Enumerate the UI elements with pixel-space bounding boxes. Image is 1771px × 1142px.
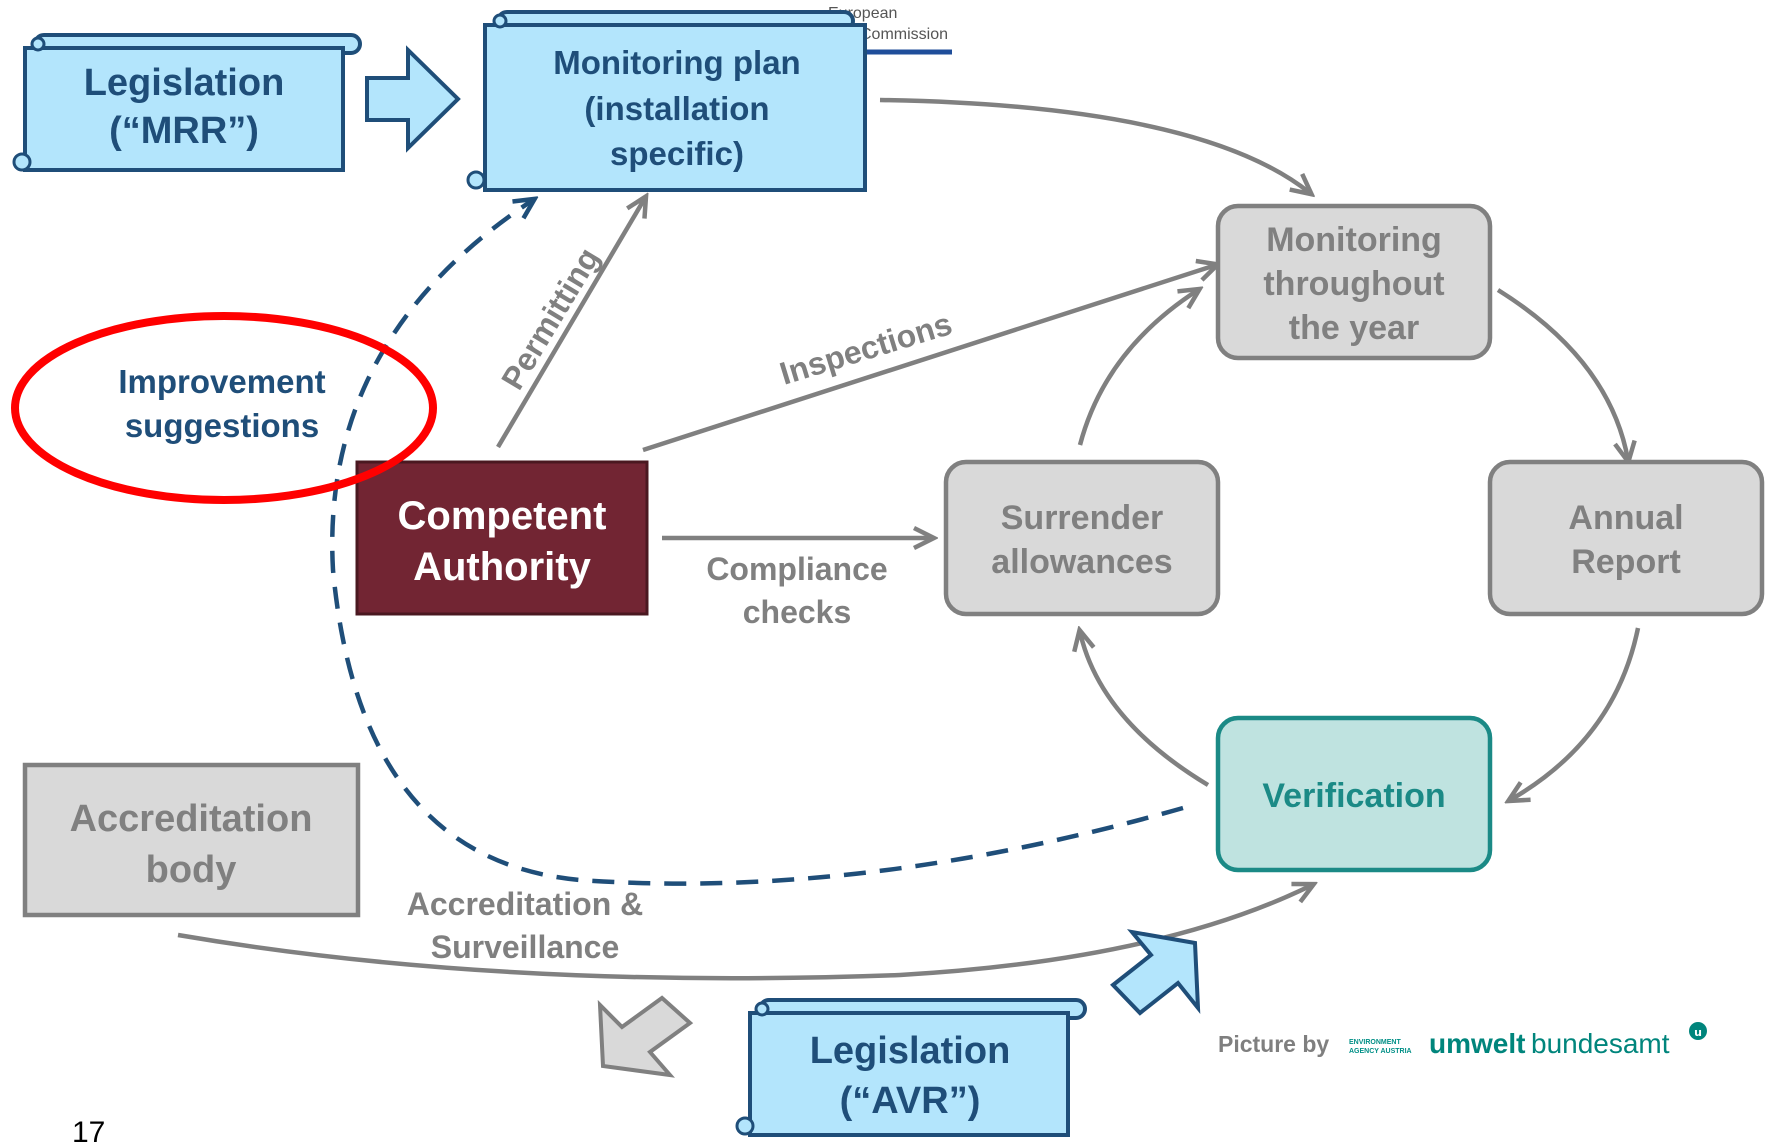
verification-to-surrender-arrow — [1080, 632, 1210, 787]
accreditation-body-node: Accreditation body — [22, 762, 361, 918]
permitting-label: Permitting — [494, 241, 606, 395]
annual-report-line1: Annual — [1568, 499, 1683, 537]
surrender-to-monitoring-arrow — [1077, 290, 1198, 446]
monitoring-year-node: Monitoring throughout the year — [1215, 203, 1493, 361]
legislation-avr-line2: (“AVR”) — [840, 1080, 981, 1122]
improvement-line1: Improvement — [118, 363, 325, 400]
credit-brand-bold: umwelt — [1429, 1028, 1525, 1059]
umwelt-logo-mark-glyph: u — [1694, 1026, 1702, 1039]
improvement-line2: suggestions — [125, 407, 319, 444]
annual-report-line2: Report — [1571, 543, 1681, 581]
monitoring-plan-line3: specific) — [610, 135, 744, 172]
monitoring-plan-scroll: Monitoring plan (installation specific) — [466, 10, 867, 192]
avr-to-accreditation-block-arrow — [597, 995, 694, 1078]
plan-to-monitoring-arrow — [879, 97, 1310, 193]
permitting-arrow — [496, 198, 645, 449]
accreditation-surveillance-arrow — [177, 885, 1312, 981]
monitoring-year-line2: throughout — [1263, 265, 1444, 303]
credit-prefix: Picture by — [1218, 1031, 1329, 1057]
inspections-arrow — [642, 265, 1216, 453]
surrender-allowances-node: Surrender allowances — [943, 459, 1221, 617]
mrr-to-plan-block-arrow — [365, 45, 461, 153]
compliance-label-line1: Compliance — [706, 551, 887, 587]
picture-credit: Picture by ENVIRONMENT AGENCY AUSTRIA um… — [1218, 1022, 1707, 1059]
verification-node: Verification — [1215, 715, 1493, 873]
monitoring-year-line1: Monitoring — [1266, 221, 1442, 259]
monitoring-plan-line2: (installation — [584, 90, 769, 127]
credit-small-line2: AGENCY AUSTRIA — [1349, 1048, 1412, 1055]
legislation-avr-scroll: Legislation (“AVR”) — [735, 998, 1087, 1137]
surrender-line1: Surrender — [1001, 499, 1164, 537]
monitoring-plan-line1: Monitoring plan — [553, 44, 800, 81]
accreditation-label-line1: Accreditation & — [407, 886, 643, 922]
verification-label: Verification — [1262, 777, 1445, 815]
legislation-mrr-scroll: Legislation (“MRR”) — [12, 33, 362, 172]
surrender-line2: allowances — [991, 543, 1172, 581]
credit-brand-regular: bundesamt — [1531, 1028, 1670, 1059]
competent-authority-node: Competent Authority — [355, 460, 649, 616]
legislation-mrr-line1: Legislation — [84, 62, 285, 104]
legislation-avr-line1: Legislation — [810, 1030, 1011, 1072]
umwelt-logo-mark — [1689, 1022, 1707, 1040]
monitoring-to-report-arrow — [1496, 288, 1628, 460]
competent-authority-line1: Competent — [398, 494, 607, 538]
accreditation-body-line1: Accreditation — [70, 798, 313, 840]
improvement-suggestions-callout: Improvement suggestions — [11, 312, 437, 504]
legislation-mrr-line2: (“MRR”) — [109, 110, 259, 152]
competent-authority-line2: Authority — [413, 545, 592, 589]
compliance-label-line2: checks — [743, 594, 852, 630]
header-line2: Commission — [860, 26, 948, 43]
highlight-ellipse — [11, 312, 437, 504]
page-number: 17 — [72, 1116, 105, 1142]
annual-report-node: Annual Report — [1487, 459, 1765, 617]
accreditation-label-line2: Surveillance — [431, 929, 620, 965]
accreditation-body-line2: body — [146, 849, 237, 891]
report-to-verification-arrow — [1510, 627, 1641, 800]
avr-to-verification-block-arrow — [1110, 929, 1201, 1016]
improvement-dashed-arrow — [330, 200, 1184, 886]
credit-small-line1: ENVIRONMENT — [1349, 1039, 1401, 1046]
monitoring-year-line3: the year — [1289, 309, 1419, 347]
